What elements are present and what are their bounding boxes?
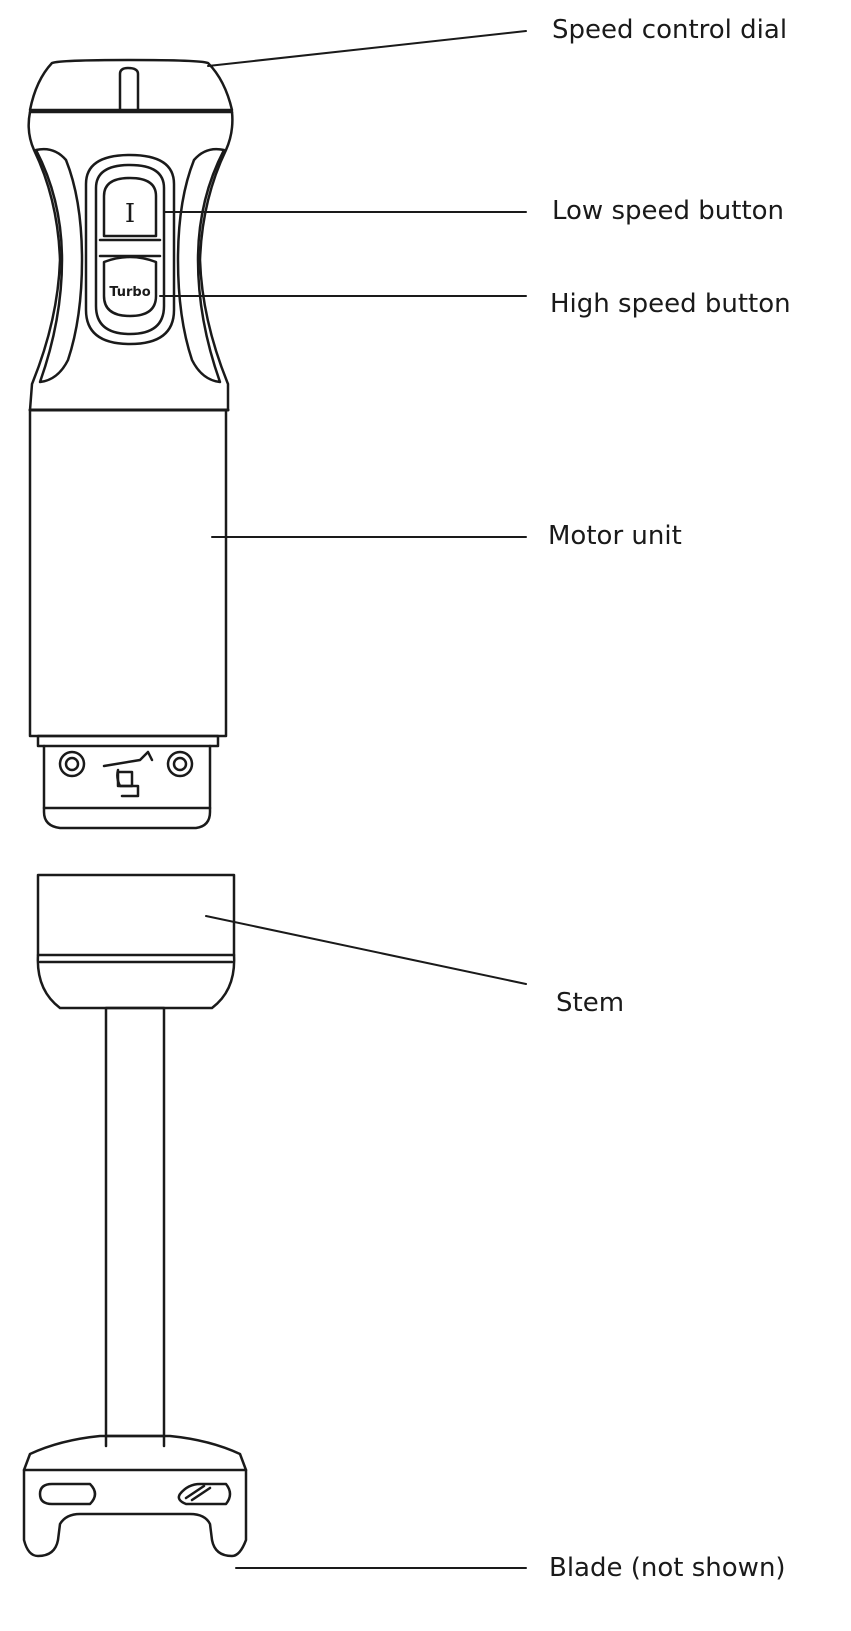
leader-speed-control-dial bbox=[207, 30, 527, 67]
blade-vent-right bbox=[177, 1482, 232, 1506]
leader-lines bbox=[159, 30, 527, 1569]
label-high-speed-button: High speed button bbox=[550, 289, 791, 319]
label-stem: Stem bbox=[556, 988, 625, 1018]
left-grip bbox=[34, 147, 84, 384]
high-speed-mark: Turbo bbox=[109, 285, 150, 300]
coupling-screw-right bbox=[166, 750, 194, 778]
blade-vent-left bbox=[38, 1482, 97, 1506]
speed-control-dial bbox=[28, 58, 234, 114]
right-grip bbox=[176, 147, 226, 384]
coupling-screw-left bbox=[58, 750, 86, 778]
low-speed-mark: I bbox=[125, 199, 135, 229]
label-motor-unit: Motor unit bbox=[548, 521, 682, 551]
motor-housing bbox=[28, 408, 228, 738]
stem bbox=[22, 873, 248, 1558]
motor-coupling bbox=[36, 734, 220, 830]
stem-shaft bbox=[104, 1006, 166, 1438]
label-low-speed-button: Low speed button bbox=[552, 196, 785, 226]
blade-guard bbox=[22, 1434, 248, 1558]
label-speed-control-dial: Speed control dial bbox=[552, 15, 788, 45]
button-panel: I Turbo bbox=[84, 153, 176, 346]
low-speed-button[interactable]: I bbox=[98, 176, 162, 242]
label-blade: Blade (not shown) bbox=[549, 1553, 786, 1583]
leader-stem bbox=[205, 915, 527, 985]
motor-unit: I Turbo bbox=[27, 58, 234, 830]
handle-body bbox=[27, 110, 234, 412]
high-speed-button[interactable]: Turbo bbox=[98, 254, 162, 318]
